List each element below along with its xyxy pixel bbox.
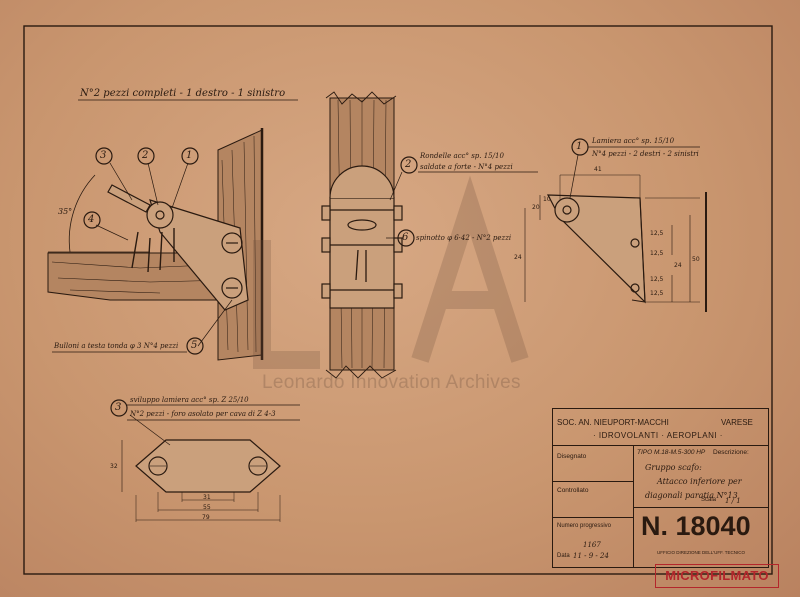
dim-41: 41: [594, 166, 602, 173]
controllato-label: Controllato: [557, 487, 589, 494]
dim-10: 10: [543, 196, 551, 203]
callout-3: 3: [100, 150, 107, 161]
description-line-1: Gruppo scafo:: [645, 463, 702, 472]
description-label: Descrizione:: [713, 449, 749, 456]
heading-note: N°2 pezzi completi - 1 destro - 1 sinist…: [80, 88, 286, 99]
dim-32: 32: [110, 463, 118, 470]
company-subtitle: · IDROVOLANTI · AEROPLANI ·: [593, 431, 723, 440]
callout-3-bottom: 3: [115, 402, 122, 413]
callout-5: 5: [191, 340, 198, 351]
archive-watermark: Leonardo Innovation Archives: [262, 372, 521, 393]
title-block: SOC. AN. NIEUPORT-MACCHI VARESE · IDROVO…: [552, 408, 769, 568]
dim-20: 20: [532, 204, 540, 211]
progressive-number-value: 1167: [583, 541, 601, 549]
scale-value: 1 / 1: [725, 497, 741, 505]
scale-label: Scala: [701, 497, 717, 503]
dim-24-left: 24: [514, 254, 522, 261]
angle-label: 35°: [58, 207, 73, 216]
dim-50: 50: [692, 256, 700, 263]
flat-development-view: [110, 399, 300, 522]
callout-4: 4: [88, 214, 95, 225]
dim-31: 31: [203, 494, 211, 501]
dim-24-right: 24: [674, 262, 682, 269]
disegnato-label: Disegnato: [557, 453, 587, 460]
date-label: Data: [557, 553, 570, 559]
dim-79: 79: [202, 514, 210, 521]
dim-12-5-a: 12,5: [650, 230, 664, 237]
right-plate-detail: [524, 138, 707, 312]
company-prefix: SOC. AN. NIEUPORT-MACCHI: [557, 418, 669, 427]
microfilm-stamp: MICROFILMATO: [655, 564, 779, 588]
callout-6: 6: [402, 232, 409, 243]
drawing-number: N. 18040: [641, 511, 751, 541]
development-note-2: N°2 pezzi - foro asolato per cava di Z 4…: [130, 410, 276, 418]
description-line-3: diagonali paratia N°13: [645, 491, 738, 500]
description-line-2: Attacco inferiore per: [657, 477, 742, 486]
callout-1-right: 1: [576, 141, 583, 152]
dim-12-5-d: 12,5: [650, 290, 664, 297]
dim-12-5-b: 12,5: [650, 250, 664, 257]
sheet-border: [23, 25, 773, 575]
progressive-number-label: Numero progressivo: [557, 523, 612, 529]
middle-section-view: [321, 91, 538, 379]
dim-12-5-c: 12,5: [650, 276, 664, 283]
washers-note-1: Rondelle acc° sp. 15/10: [420, 152, 504, 160]
left-assembly-view: [47, 99, 298, 361]
washers-note-2: saldate a forte - N°4 pezzi: [420, 163, 513, 171]
sheet-note-2: N°4 pezzi - 2 destri - 2 sinistri: [592, 150, 699, 158]
type-label: TIPO M.18-M.5-300 HP: [637, 449, 706, 456]
callout-1: 1: [186, 150, 193, 161]
pin-note: spinotto φ 6·42 - N°2 pezzi: [416, 234, 512, 242]
company-city: VARESE: [721, 418, 753, 427]
development-note-1: sviluppo lamiera acc° sp. Z 25/10: [130, 396, 249, 404]
dim-55: 55: [203, 504, 211, 511]
bolts-note: Bulloni a testa tonda φ 3 N°4 pezzi: [54, 342, 179, 350]
callout-2: 2: [142, 150, 149, 161]
sheet-note-1: Lamiera acc° sp. 15/10: [592, 137, 675, 145]
watermark-logo: [253, 175, 529, 369]
date-value: 11 - 9 - 24: [573, 552, 609, 560]
title-block-footer: UFFICIO DIREZIONE DELL'UFF. TECNICO: [657, 550, 746, 555]
callout-2-mid: 2: [405, 159, 412, 170]
